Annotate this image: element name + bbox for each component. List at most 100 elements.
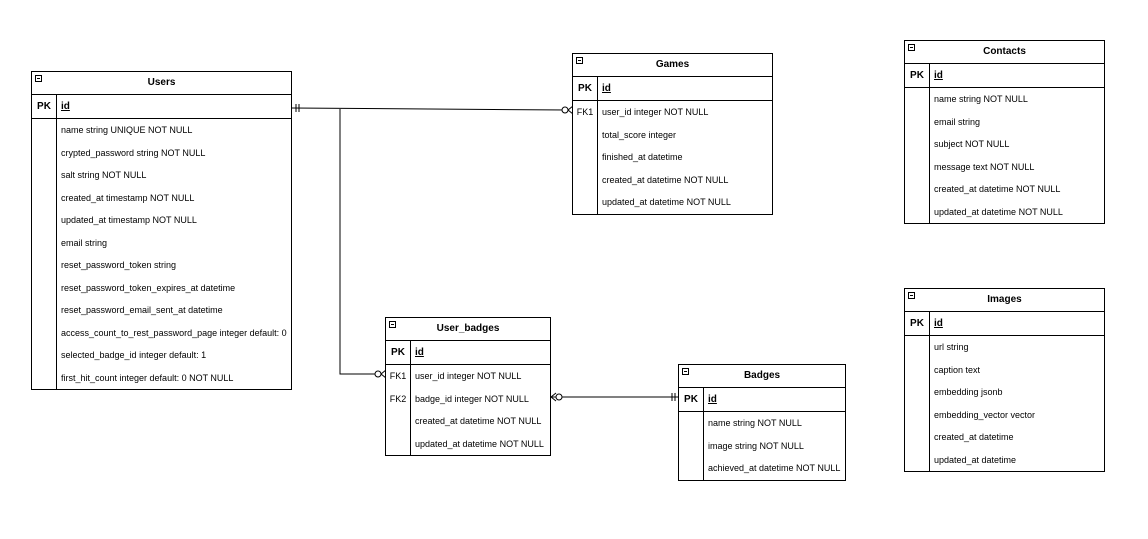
field-row: finished_at datetime: [602, 152, 683, 162]
entity-badges[interactable]: Badges PK id name string NOT NULL image s…: [678, 364, 846, 481]
pk-label: PK: [905, 312, 930, 335]
field-row: updated_at datetime NOT NULL: [934, 206, 1063, 217]
primary-key-row: PK id: [905, 64, 1104, 88]
pk-label: PK: [32, 95, 57, 118]
entity-body: name string NOT NULL image string NOT NUL…: [679, 412, 845, 480]
entity-title: Users: [32, 72, 291, 95]
collapse-icon[interactable]: [682, 368, 689, 375]
field-row: created_at timestamp NOT NULL: [61, 192, 195, 203]
key-cell: [679, 435, 703, 458]
field-row: badge_id integer NOT NULL: [415, 393, 529, 404]
field-row: embedding_vector vector: [934, 409, 1036, 420]
primary-key-row: PK id: [679, 388, 845, 412]
crowfoot-prong: [550, 396, 557, 402]
key-cell: [905, 381, 929, 404]
zero-optional-circle: [555, 393, 563, 401]
entity-title: Images: [905, 289, 1104, 312]
key-cell: [573, 169, 597, 192]
field-row: name string NOT NULL: [708, 418, 802, 428]
entity-title-text: Badges: [743, 370, 781, 381]
key-cell: [905, 201, 929, 224]
key-cell: [679, 457, 703, 480]
entity-games[interactable]: Games PK id FK1 user_id integer NOT NULL…: [572, 53, 773, 215]
field-row: total_score integer: [602, 129, 677, 140]
field-row: reset_password_email_sent_at datetime: [61, 305, 223, 315]
pk-field: id: [934, 318, 943, 329]
entity-title: User_badges: [386, 318, 550, 341]
field-row: salt string NOT NULL: [61, 170, 147, 180]
field-row: subject NOT NULL: [934, 139, 1010, 149]
entity-title-text: Users: [147, 77, 176, 88]
entity-title: Games: [573, 54, 772, 77]
key-cell: [573, 191, 597, 214]
field-row: access_count_to_rest_password_page integ…: [61, 327, 287, 338]
entity-title: Contacts: [905, 41, 1104, 64]
collapse-icon[interactable]: [908, 44, 915, 51]
key-column: [32, 119, 57, 389]
primary-key-row: PK id: [32, 95, 291, 119]
field-row: created_at datetime NOT NULL: [415, 416, 542, 426]
key-column: [679, 412, 704, 480]
pk-field: id: [602, 83, 611, 94]
field-row: user_id integer NOT NULL: [415, 371, 522, 381]
collapse-icon[interactable]: [576, 57, 583, 64]
pk-label: PK: [905, 64, 930, 87]
crowfoot-prong: [550, 392, 557, 398]
key-cell: [32, 344, 56, 367]
key-cell: [905, 404, 929, 427]
collapse-icon[interactable]: [35, 75, 42, 82]
key-column: FK1: [573, 101, 598, 214]
key-cell: FK1: [576, 107, 594, 117]
collapse-icon[interactable]: [908, 292, 915, 299]
connector-line: [291, 107, 569, 111]
field-row: created_at datetime NOT NULL: [934, 184, 1061, 194]
key-cell: [32, 254, 56, 277]
field-row: caption text: [934, 364, 981, 375]
relationship-users-user-badges: [339, 109, 387, 379]
entity-title-text: Contacts: [983, 46, 1026, 57]
field-row: updated_at timestamp NOT NULL: [61, 215, 197, 225]
pk-field: id: [415, 347, 424, 358]
entity-title-text: Images: [987, 294, 1022, 305]
relationship-badges-user-badges: [550, 392, 679, 402]
entity-title-text: Games: [655, 59, 690, 70]
key-cell: [905, 426, 929, 449]
key-cell: [32, 142, 56, 165]
pk-field: id: [934, 70, 943, 81]
key-cell: [905, 359, 929, 382]
primary-key-row: PK id: [573, 77, 772, 101]
field-row: embedding jsonb: [934, 387, 1003, 397]
key-cell: [905, 156, 929, 179]
key-cell: [573, 124, 597, 147]
field-row: email string: [61, 237, 108, 248]
field-row: reset_password_token_expires_at datetime: [61, 282, 236, 293]
key-cell: [386, 433, 410, 456]
collapse-icon[interactable]: [389, 321, 396, 328]
field-row: image string NOT NULL: [708, 440, 804, 451]
key-cell: [905, 111, 929, 134]
field-row: email string: [934, 116, 981, 127]
zero-optional-circle: [561, 106, 569, 114]
pk-field: id: [61, 101, 70, 112]
primary-key-row: PK id: [386, 341, 550, 365]
relationship-users-games: [291, 104, 574, 115]
zero-optional-circle: [374, 370, 382, 378]
entity-title-text: User_badges: [436, 323, 500, 334]
key-cell: FK2: [389, 393, 407, 404]
field-column: user_id integer NOT NULL badge_id integer…: [411, 365, 550, 455]
field-row: reset_password_token string: [61, 260, 177, 270]
key-cell: [32, 119, 56, 142]
field-row: crypted_password string NOT NULL: [61, 147, 206, 158]
primary-key-row: PK id: [905, 312, 1104, 336]
key-cell: [905, 133, 929, 156]
